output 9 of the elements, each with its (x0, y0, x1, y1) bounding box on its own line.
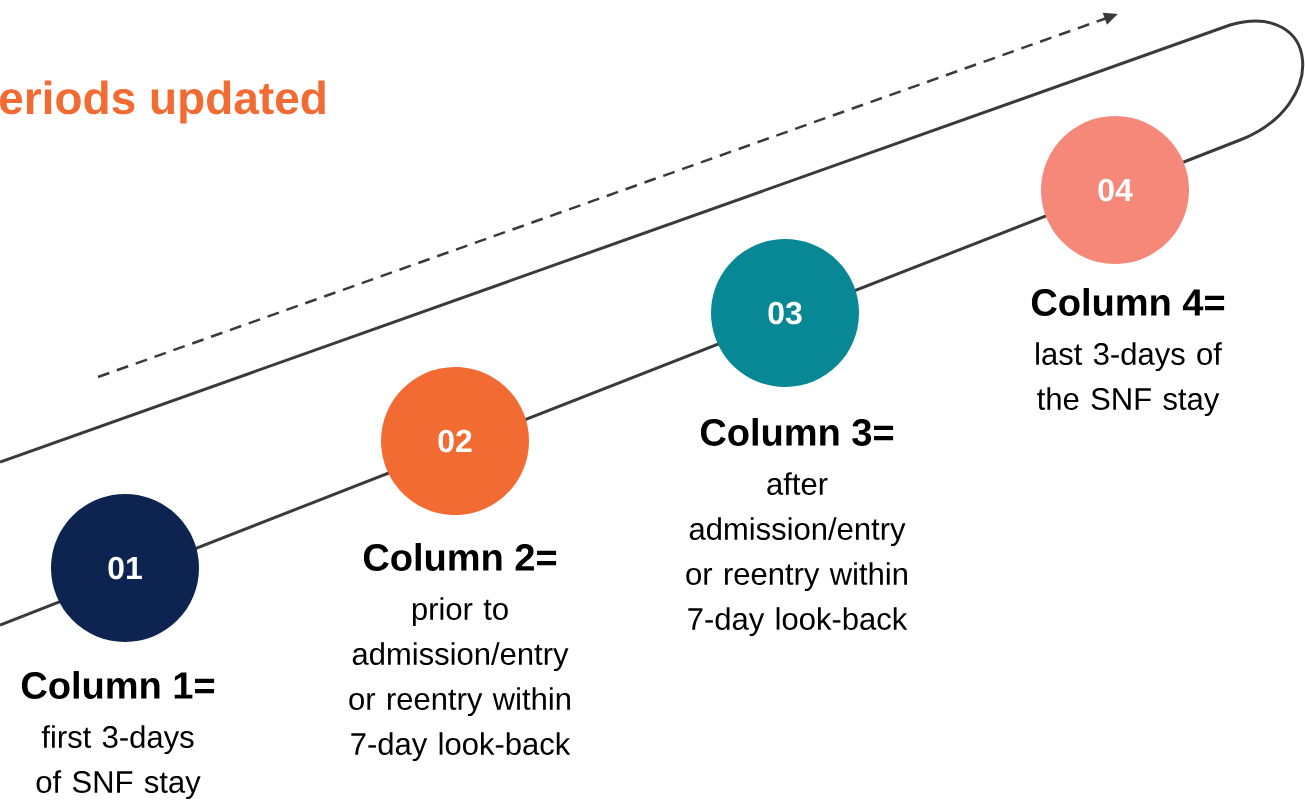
column-description: last 3-days of the SNF stay (1036, 342, 1222, 417)
column-description: prior to admission/entry or reentry within 7-day look-back (349, 597, 571, 762)
column-heading: Column 2= (363, 543, 557, 571)
column-heading: Column 3= (700, 418, 894, 446)
title: eriods updated (0, 80, 325, 124)
column-heading: Column 1= (21, 671, 215, 699)
column-heading: Column 4= (1031, 288, 1225, 316)
column-description: after admission/entry or reentry within 7-day look-back (686, 472, 908, 637)
column-description: first 3-days of SNF stay (36, 725, 201, 800)
